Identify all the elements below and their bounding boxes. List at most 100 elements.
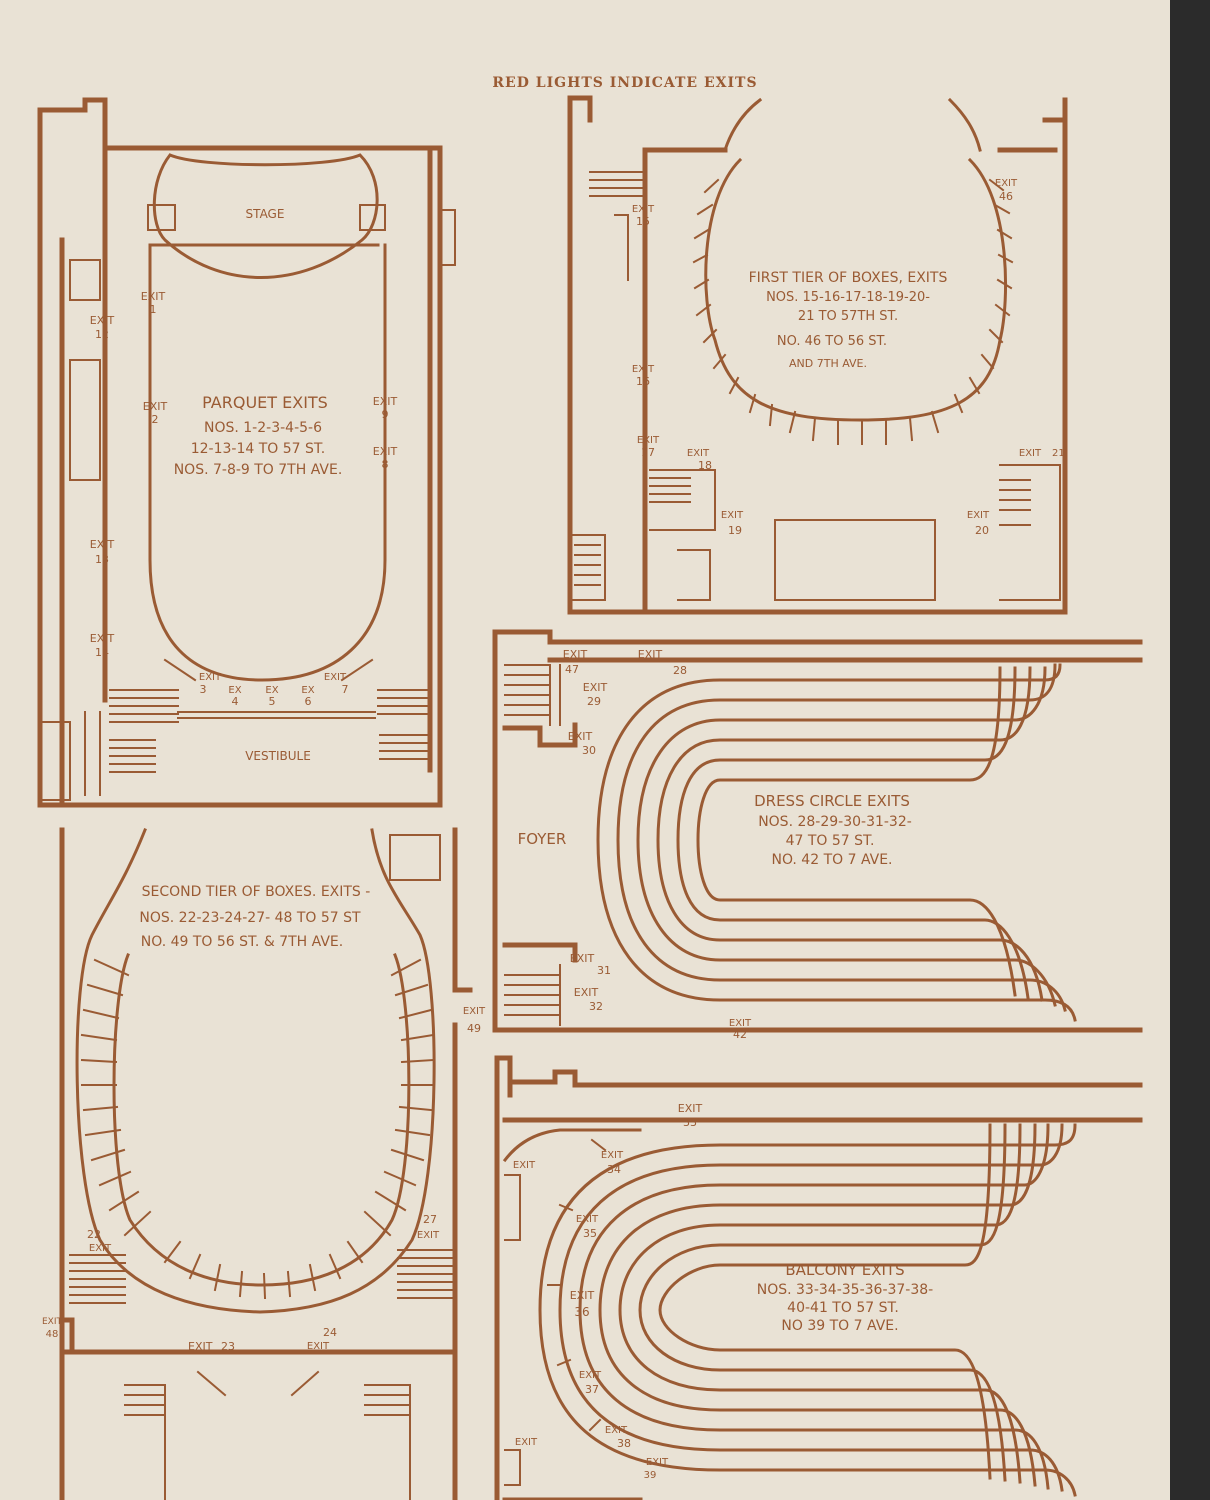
exit-number: 15: [636, 215, 650, 228]
exit-number: 16: [636, 375, 650, 388]
balcony-stairs: [504, 1138, 607, 1486]
exit-word: EXIT: [638, 648, 663, 661]
exit-number: 8: [382, 458, 389, 471]
exit-word: EXIT: [515, 1437, 538, 1448]
exit-word: EXIT: [90, 632, 115, 645]
stage-label: STAGE: [246, 207, 285, 221]
parquet-line-1: NOS. 1-2-3-4-5-6: [204, 420, 322, 436]
parquet-title: PARQUET EXITS: [202, 393, 328, 412]
exit-number: 13: [95, 553, 109, 566]
exit-number: 7: [342, 683, 349, 696]
dress-circle-tiers: [596, 663, 1077, 1022]
exit-number: 5: [269, 695, 276, 708]
balcony-line-3: NO 39 TO 7 AVE.: [781, 1318, 898, 1334]
exit-word: EXIT: [574, 986, 599, 999]
exit-word: EXIT: [417, 1230, 440, 1241]
first-tier-line-2: 21 TO 57TH ST.: [798, 309, 898, 324]
parquet-plan: STAGE VESTIBULE PARQUET EXITS NOS. 1-2-3…: [37, 97, 456, 808]
floor-plan-diagram: RED LIGHTS INDICATE EXITS STAGE: [37, 75, 1143, 1500]
exit-word: EXIT: [307, 1341, 330, 1352]
exit-number: 2: [152, 413, 159, 426]
exit-number: 18: [698, 459, 712, 472]
exit-word: EXIT: [513, 1160, 536, 1171]
first-tier-line-3: NO. 46 TO 56 ST.: [777, 334, 887, 349]
balcony-line-1: NOS. 33-34-35-36-37-38-: [757, 1282, 933, 1298]
exit-word: EXIT: [324, 672, 347, 683]
vestibule-label: VESTIBULE: [245, 749, 311, 763]
parquet-line-2: 12-13-14 TO 57 ST.: [191, 441, 326, 457]
exit-word: EXIT: [601, 1150, 624, 1161]
exit-number: 35: [583, 1227, 597, 1240]
balcony-title: BALCONY EXITS: [785, 1261, 904, 1279]
dress-circle-line-2: 47 TO 57 ST.: [786, 833, 875, 849]
exit-number: 32: [589, 1000, 603, 1013]
dress-circle-line-3: NO. 42 TO 7 AVE.: [771, 852, 892, 868]
dress-circle-walls: [492, 629, 1143, 1033]
parquet-walls: [37, 97, 443, 808]
parquet-seating-outline: [148, 243, 387, 682]
exit-number: 20: [975, 524, 989, 537]
exit-word: EXIT: [632, 364, 655, 375]
exit-number: 28: [673, 664, 687, 677]
exit-word: EXIT: [687, 448, 710, 459]
exit-number: 24: [323, 1326, 337, 1339]
exit-word: EXIT: [141, 290, 166, 303]
exit-word: EXIT: [568, 730, 593, 743]
second-tier-walls: [59, 827, 473, 1500]
exit-number: 6: [305, 695, 312, 708]
balcony-exit-markers: EXIT 33 EXIT EXIT 34 EXIT 35 EXIT 36 EXI…: [513, 1102, 703, 1481]
parquet-line-3: NOS. 7-8-9 TO 7TH AVE.: [174, 462, 343, 478]
exit-word: EXIT: [579, 1370, 602, 1381]
second-tier-horseshoe: [75, 828, 436, 1314]
second-tier-line-1: NOS. 22-23-24-27- 48 TO 57 ST: [139, 910, 361, 926]
exit-word: EXIT: [632, 204, 655, 215]
first-tier-line-4: AND 7TH AVE.: [789, 357, 867, 370]
exit-number: 48: [46, 1329, 59, 1340]
exit-number: 3: [200, 683, 207, 696]
exit-number: 27: [423, 1213, 437, 1226]
first-tier-stairs: [569, 171, 1061, 601]
exit-number: 19: [728, 524, 742, 537]
second-tier-box-dividers: [80, 958, 435, 1300]
balcony-tiers: [502, 1123, 1077, 1497]
parquet-stage: [148, 153, 380, 279]
balcony-line-2: 40-41 TO 57 ST.: [787, 1300, 899, 1316]
exit-word: EXIT: [89, 1243, 112, 1254]
exit-number: 4: [232, 695, 239, 708]
exit-number: 22: [87, 1228, 101, 1241]
exit-word: EXIT: [42, 1317, 63, 1327]
exit-number: 12: [95, 328, 109, 341]
exit-word: EXIT: [143, 400, 168, 413]
parquet-exit-markers: EXIT 1 EXIT 2 EXIT 3 EX 4 EX 5 EX 6 EXIT…: [90, 290, 398, 708]
exit-number: 42: [733, 1028, 747, 1041]
exit-number: 38: [617, 1437, 631, 1450]
header-title: RED LIGHTS INDICATE EXITS: [492, 75, 757, 91]
exit-number: 39: [644, 1470, 657, 1481]
exit-number: 31: [597, 964, 611, 977]
exit-word: EXIT: [570, 1289, 595, 1302]
first-tier-walls: [567, 95, 1068, 615]
first-tier-line-1: NOS. 15-16-17-18-19-20-: [766, 290, 930, 305]
exit-word: EXIT: [637, 435, 660, 446]
exit-number: 46: [999, 190, 1013, 203]
exit-word: EXIT: [967, 510, 990, 521]
first-tier-horseshoe: [704, 97, 1008, 422]
foyer-label: FOYER: [518, 830, 567, 848]
exit-number: 34: [607, 1163, 621, 1176]
program-page: RED LIGHTS INDICATE EXITS STAGE: [0, 0, 1170, 1500]
exit-word: EXIT: [721, 510, 744, 521]
exit-number: 30: [582, 744, 596, 757]
exit-word: EXIT: [570, 952, 595, 965]
second-tier-stairs: [69, 834, 453, 1500]
ex-word: EX: [301, 685, 314, 696]
exit-word: EXIT: [646, 1457, 669, 1468]
ex-word: EX: [228, 685, 241, 696]
exit-number: 29: [587, 695, 601, 708]
exit-word: EXIT: [463, 1006, 486, 1017]
second-tier-title: SECOND TIER OF BOXES. EXITS -: [142, 884, 371, 900]
exit-number: 47: [565, 663, 579, 676]
second-tier-exit-markers: 22 EXIT EXIT 23 24 EXIT 27 EXIT EXIT 48 …: [42, 1006, 486, 1353]
exit-word: EXIT: [995, 178, 1018, 189]
exit-number: 49: [467, 1022, 481, 1035]
dress-circle-plan: FOYER DRESS CIRCLE EXITS NOS. 28-29-30-3…: [492, 629, 1143, 1041]
